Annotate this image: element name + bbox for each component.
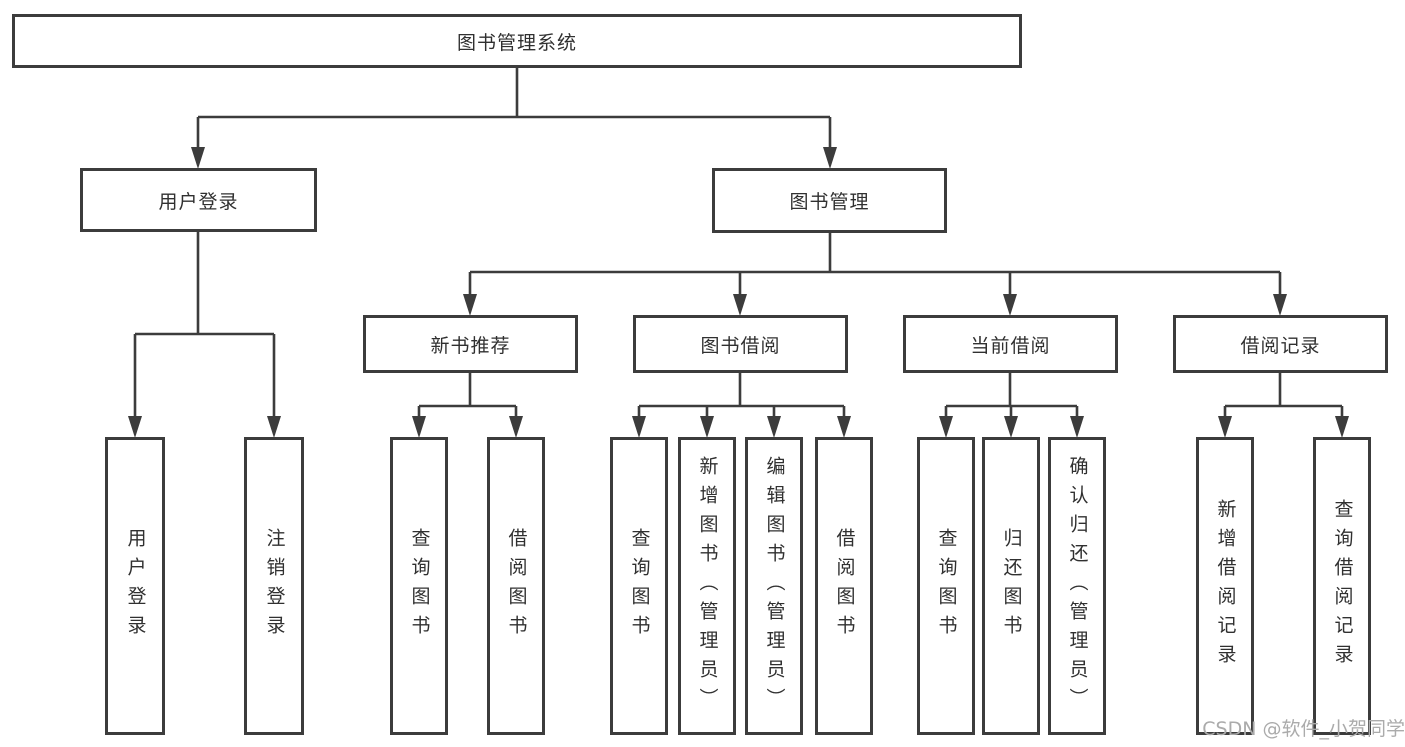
leaf-borrow-books-recommend: 借阅图书: [487, 437, 545, 735]
node-current-borrowing: 当前借阅: [903, 315, 1118, 373]
leaf-query-books-borrowing: 查询图书: [610, 437, 668, 735]
node-new-book-recommend: 新书推荐: [363, 315, 578, 373]
csdn-watermark: CSDN @软件_小贺同学: [1202, 718, 1405, 740]
leaf-user-login: 用户登录: [105, 437, 165, 735]
leaf-return-books: 归还图书: [982, 437, 1040, 735]
node-book-management: 图书管理: [712, 168, 947, 233]
node-book-borrowing: 图书借阅: [633, 315, 848, 373]
leaf-add-book-admin: 新增图书（管理员）: [678, 437, 736, 735]
leaf-borrow-books: 借阅图书: [815, 437, 873, 735]
arrowhead-icons: [128, 147, 1349, 438]
node-user-login: 用户登录: [80, 168, 317, 232]
leaf-query-books-current: 查询图书: [917, 437, 975, 735]
leaf-edit-book-admin: 编辑图书（管理员）: [745, 437, 803, 735]
node-borrowing-records: 借阅记录: [1173, 315, 1388, 373]
leaf-confirm-return-admin: 确认归还（管理员）: [1048, 437, 1106, 735]
leaf-query-books-recommend: 查询图书: [390, 437, 448, 735]
node-library-management-system: 图书管理系统: [12, 14, 1022, 68]
leaf-logout: 注销登录: [244, 437, 304, 735]
leaf-query-borrow-record: 查询借阅记录: [1313, 437, 1371, 735]
leaf-add-borrow-record: 新增借阅记录: [1196, 437, 1254, 735]
